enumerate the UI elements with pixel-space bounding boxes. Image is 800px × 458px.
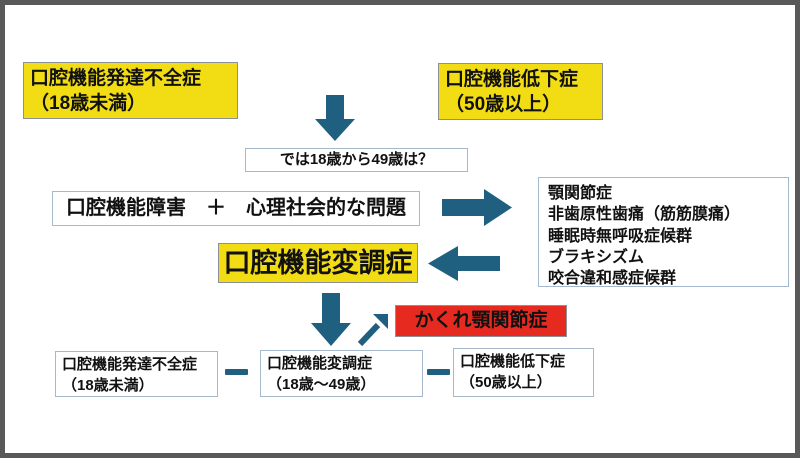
list-item-sleep-apnea: 睡眠時無呼吸症候群 — [548, 227, 693, 245]
box-title: 口腔機能変調症 — [267, 355, 373, 372]
box-title: 口腔機能低下症 — [460, 353, 566, 370]
box-oral-dysregulation-main: 口腔機能変調症 — [218, 243, 418, 283]
connector-dash — [427, 369, 450, 375]
list-item-bruxism: ブラキシズム — [548, 248, 645, 266]
box-oral-developmental-insufficiency-top: 口腔機能発達不全症 （18歳未満） — [23, 62, 238, 119]
box-title: 口腔機能低下症 — [445, 69, 579, 90]
right-arrow-icon — [442, 189, 512, 226]
box-subtitle: （18歳未満） — [30, 93, 147, 114]
list-item-nonodontogenic-toothache: 非歯原性歯痛（筋筋膜痛） — [548, 206, 741, 224]
box-subtitle: （50歳以上） — [445, 94, 562, 115]
down-arrow-icon — [311, 293, 351, 346]
box-title: 口腔機能発達不全症 — [62, 356, 198, 373]
box-oral-hypofunction-bottom: 口腔機能低下症 （50歳以上） — [453, 348, 594, 397]
box-oral-dysfunction-plus-psychosocial: 口腔機能障害 ＋ 心理社会的な問題 — [52, 191, 420, 226]
box-subtitle: （18歳未満） — [62, 377, 154, 394]
question-text: では18歳から49歳は？ — [279, 151, 434, 168]
box-hidden-tmd: かくれ顎関節症 — [395, 305, 567, 337]
box-oral-developmental-insufficiency-bottom: 口腔機能発達不全症 （18歳未満） — [55, 351, 218, 397]
box-title: 口腔機能発達不全症 — [30, 68, 202, 89]
box-oral-dysregulation-bottom: 口腔機能変調症 （18歳～49歳） — [260, 350, 423, 397]
box-condition-list: 顎関節症 非歯原性歯痛（筋筋膜痛） 睡眠時無呼吸症候群 ブラキシズム 咬合違和感… — [538, 177, 789, 287]
down-arrow-icon — [315, 95, 355, 141]
list-item-occlusal-discomfort: 咬合違和感症候群 — [548, 270, 677, 288]
dysregulation-text: 口腔機能変調症 — [223, 248, 413, 278]
box-question-18-to-49: では18歳から49歳は？ — [245, 148, 468, 172]
box-subtitle: （18歳～49歳） — [267, 376, 376, 393]
left-arrow-icon — [428, 246, 500, 281]
hidden-tmd-text: かくれ顎関節症 — [414, 310, 548, 331]
box-oral-hypofunction-top: 口腔機能低下症 （50歳以上） — [438, 63, 603, 120]
box-subtitle: （50歳以上） — [460, 374, 552, 391]
formula-text: 口腔機能障害 ＋ 心理社会的な問題 — [66, 197, 406, 219]
list-item-tmd: 顎関節症 — [548, 185, 613, 202]
connector-dash — [225, 369, 248, 375]
diagonal-up-right-arrow-icon — [355, 311, 391, 347]
